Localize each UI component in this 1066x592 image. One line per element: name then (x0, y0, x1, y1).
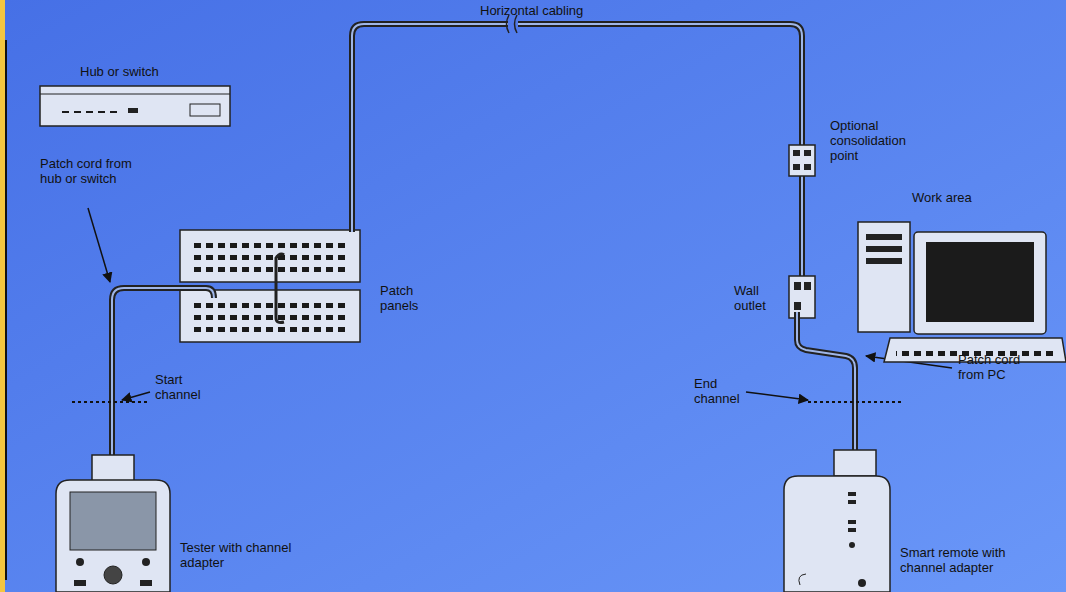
callout-label: Patch cord from PC (958, 352, 1033, 382)
hub-switch (40, 86, 230, 126)
consolidation-point (789, 145, 815, 176)
callout-label: Tester with channel adapter (180, 540, 295, 570)
callout-label: Optional consolidation point (830, 118, 920, 163)
callout-label: End channel (694, 376, 744, 406)
callout-label: Patch cord from hub or switch (40, 156, 135, 186)
callout-label: Smart remote with channel adapter (900, 545, 1040, 575)
callout-label: Wall outlet (734, 283, 784, 313)
callout-label: Start channel (155, 372, 215, 402)
computer (858, 222, 1066, 362)
callout-label: Patch panels (380, 283, 440, 313)
callout-label: Horizontal cabling (480, 3, 620, 18)
tester-device (56, 455, 170, 592)
callout-label: Hub or switch (80, 64, 190, 79)
wall-outlet (789, 276, 815, 318)
smart-remote-device (784, 450, 890, 592)
callout-label: Work area (912, 190, 1002, 205)
